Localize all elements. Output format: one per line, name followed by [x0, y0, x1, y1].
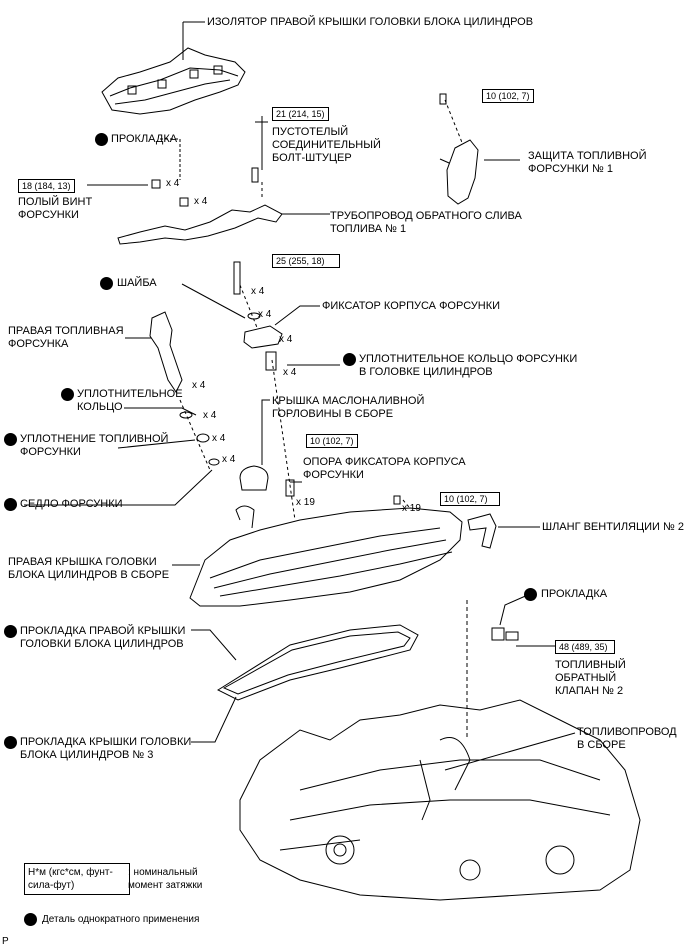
torque-box: 10 (102, 7)	[306, 434, 358, 448]
label-hollow-screw: ПОЛЫЙ ВИНТ ФОРСУНКИ	[18, 196, 93, 221]
torque-box: 18 (184, 13)	[18, 179, 75, 193]
single-use-marker	[95, 133, 108, 146]
single-use-marker	[343, 353, 356, 366]
label-gasket-right: ПРОКЛАДКА	[541, 588, 608, 600]
label-return-pipe: ТРУБОПРОВОД ОБРАТНОГО СЛИВА ТОПЛИВА № 1	[330, 210, 522, 235]
cover-gasket-drawing	[216, 624, 419, 701]
single-use-marker	[4, 625, 17, 638]
quantity-marker: x 4	[283, 367, 297, 378]
single-use-marker	[524, 588, 537, 601]
single-use-marker	[4, 498, 17, 511]
vent-hose-drawing	[467, 513, 497, 549]
quantity-marker: x 4	[251, 286, 265, 297]
label-gasket-no3: ПРОКЛАДКА КРЫШКИ ГОЛОВКИ БЛОКА ЦИЛИНДРОВ…	[20, 736, 192, 761]
torque-box: 10 (102, 7)	[440, 492, 500, 506]
hollow-screw-drawing	[151, 167, 259, 207]
engine-drawing	[239, 699, 641, 901]
label-o-ring-head: УПЛОТНИТЕЛЬНОЕ КОЛЬЦО ФОРСУНКИ В ГОЛОВКЕ…	[359, 353, 578, 378]
label-oil-cap: КРЫШКА МАСЛОНАЛИВНОЙ ГОРЛОВИНЫ В СБОРЕ	[272, 395, 425, 420]
quantity-marker: x 4	[194, 196, 208, 207]
label-clamp-support: ОПОРА ФИКСАТОРА КОРПУСА ФОРСУНКИ	[303, 456, 466, 481]
label-check-valve: ТОПЛИВНЫЙ ОБРАТНЫЙ КЛАПАН № 2	[555, 659, 626, 697]
label-insulator: ИЗОЛЯТОР ПРАВОЙ КРЫШКИ ГОЛОВКИ БЛОКА ЦИЛ…	[207, 16, 534, 28]
label-vent-hose: ШЛАНГ ВЕНТИЛЯЦИИ № 2	[542, 521, 684, 533]
quantity-marker: x 4	[222, 454, 236, 465]
clamp-drawing	[243, 325, 283, 349]
label-head-cover: ПРАВАЯ КРЫШКА ГОЛОВКИ БЛОКА ЦИЛИНДРОВ В …	[8, 556, 170, 581]
label-union-bolt: ПУСТОТЕЛЫЙ СОЕДИНИТЕЛЬНЫЙ БОЛТ-ШТУЦЕР	[272, 126, 381, 164]
torque-box: 25 (255, 18)	[272, 254, 340, 268]
quantity-marker: x 4	[212, 433, 226, 444]
insulator-drawing	[101, 47, 246, 115]
torque-box: 21 (214, 15)	[272, 107, 329, 121]
single-use-marker	[4, 736, 17, 749]
single-use-marker	[24, 913, 37, 926]
label-seal: УПЛОТНЕНИЕ ТОПЛИВНОЙ ФОРСУНКИ	[20, 433, 169, 458]
protector-drawing	[446, 139, 479, 205]
figure-code: P	[2, 936, 9, 947]
label-fuel-pipe: ТОПЛИВОПРОВОД В СБОРЕ	[577, 726, 677, 751]
label-seat: СЕДЛО ФОРСУНКИ	[20, 498, 123, 510]
quantity-marker: x 4	[258, 309, 272, 320]
single-use-marker	[100, 277, 113, 290]
single-use-marker	[4, 433, 17, 446]
label-o-ring: УПЛОТНИТЕЛЬНОЕ КОЛЬЦО	[77, 388, 183, 413]
oil-cap-drawing	[239, 465, 269, 491]
label-washer: ШАЙБА	[117, 277, 157, 289]
label-protector: ЗАЩИТА ТОПЛИВНОЙ ФОРСУНКИ № 1	[528, 150, 647, 175]
head-cover-drawing	[189, 505, 463, 607]
label-gasket-top: ПРОКЛАДКА	[111, 133, 178, 145]
quantity-marker: x 4	[279, 334, 293, 345]
quantity-marker: x 4	[192, 380, 206, 391]
label-cover-gasket: ПРОКЛАДКА ПРАВОЙ КРЫШКИ ГОЛОВКИ БЛОКА ЦИ…	[20, 625, 186, 650]
torque-box: 48 (489, 35)	[555, 640, 615, 654]
injector-drawing	[149, 311, 183, 393]
torque-box: 10 (102, 7)	[482, 89, 534, 103]
quantity-marker: x 19	[296, 497, 315, 508]
quantity-marker: x 4	[166, 178, 180, 189]
quantity-marker: x 4	[203, 410, 217, 421]
label-clamp: ФИКСАТОР КОРПУСА ФОРСУНКИ	[322, 300, 501, 312]
legend-single-use: Деталь однократного применения	[42, 914, 200, 925]
quantity-marker: x 19	[402, 503, 421, 514]
single-use-marker	[61, 388, 74, 401]
legend-unit-box: Н*м (кгс*см, фунт- сила-фут)	[24, 863, 130, 895]
return-pipe-drawing	[117, 204, 283, 245]
legend-unit-text: : номинальный момент затяжки	[128, 867, 203, 891]
label-injector: ПРАВАЯ ТОПЛИВНАЯ ФОРСУНКА	[8, 325, 124, 350]
